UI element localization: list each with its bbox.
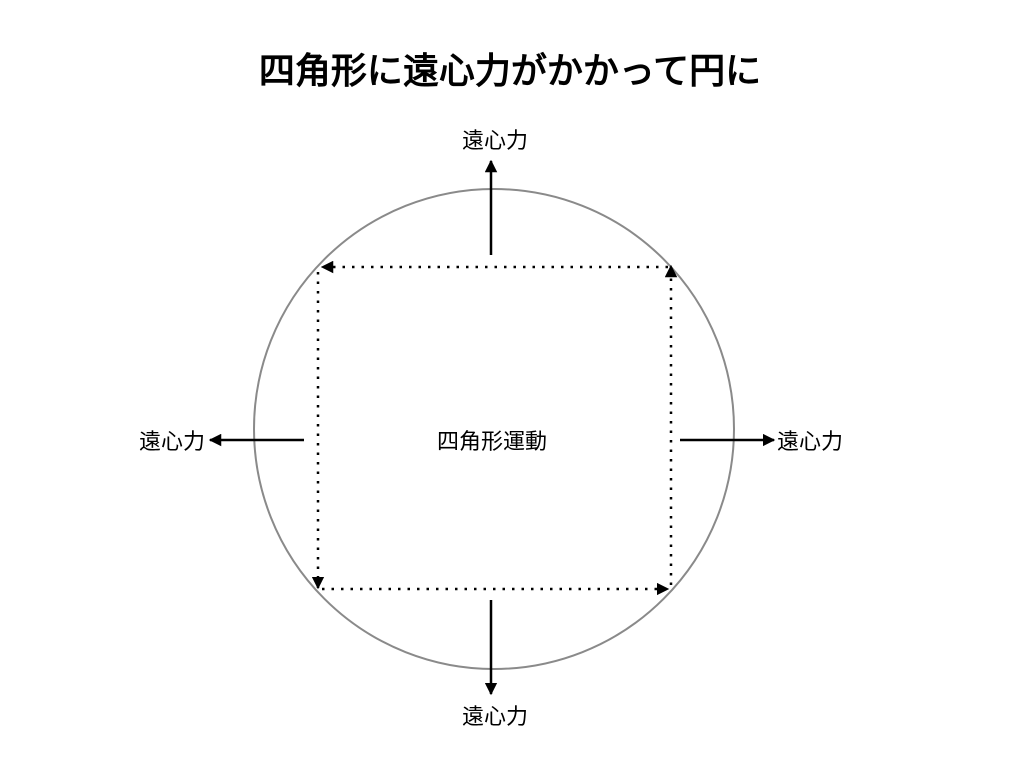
force-label-bottom: 遠心力 <box>462 705 528 730</box>
slide-title: 四角形に遠心力がかかって円に <box>259 51 761 92</box>
circle-path <box>253 188 735 670</box>
force-label-right: 遠心力 <box>777 430 843 455</box>
force-label-left: 遠心力 <box>139 430 205 455</box>
force-label-top: 遠心力 <box>462 129 528 154</box>
center-label: 四角形運動 <box>437 430 547 455</box>
